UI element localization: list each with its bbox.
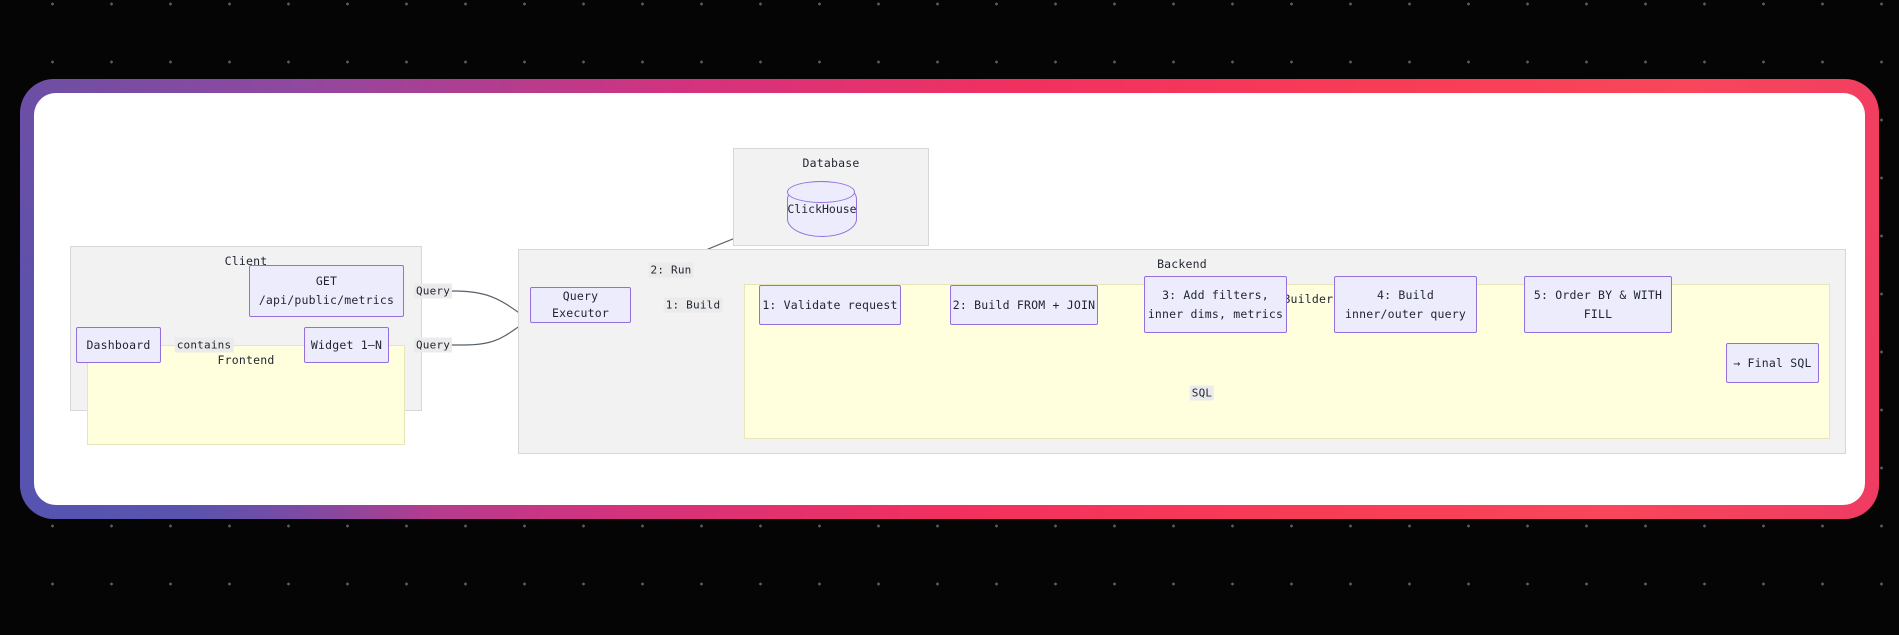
- mermaid-diagram: Client Frontend Database Backend Query B…: [34, 93, 1865, 505]
- node-dashboard[interactable]: Dashboard: [76, 327, 161, 363]
- edge-label-query-top: Query: [413, 283, 453, 299]
- node-dashboard-label: Dashboard: [86, 337, 151, 352]
- edge-label-run: 2: Run: [648, 262, 694, 278]
- node-widget[interactable]: Widget 1–N: [304, 327, 389, 363]
- node-step-1-label: 1: Validate request: [762, 297, 898, 312]
- edge-label-sql: SQL: [1189, 385, 1215, 401]
- cluster-frontend-label: Frontend: [217, 353, 275, 367]
- node-query-executor-label: Query Executor: [552, 289, 609, 320]
- node-step-1-validate[interactable]: 1: Validate request: [759, 285, 901, 325]
- node-step-3-line1: 3: Add filters,: [1162, 287, 1269, 302]
- node-step-5-line2: FILL: [1583, 306, 1613, 321]
- node-final-sql-label: → Final SQL: [1733, 355, 1812, 370]
- node-widget-label: Widget 1–N: [310, 337, 383, 352]
- node-step-3-line2: inner dims, metrics: [1147, 306, 1284, 321]
- node-get-metrics-path: /api/public/metrics: [258, 293, 395, 307]
- node-step-4-build-query[interactable]: 4: Build inner/outer query: [1334, 276, 1477, 333]
- node-step-4-line2: inner/outer query: [1344, 306, 1467, 321]
- node-step-5-order-by-fill[interactable]: 5: Order BY & WITH FILL: [1524, 276, 1672, 333]
- node-clickhouse-label: ClickHouse: [787, 202, 857, 216]
- node-step-3-add-filters[interactable]: 3: Add filters, inner dims, metrics: [1144, 276, 1287, 333]
- node-clickhouse[interactable]: ClickHouse: [787, 181, 857, 237]
- node-final-sql[interactable]: → Final SQL: [1726, 343, 1819, 383]
- cluster-backend-label: Backend: [1157, 257, 1207, 271]
- cylinder-top-cap: [787, 181, 855, 203]
- node-get-metrics[interactable]: GET /api/public/metrics: [249, 265, 404, 317]
- diagram-card: Client Frontend Database Backend Query B…: [34, 93, 1865, 505]
- node-step-5-line1: 5: Order BY & WITH: [1533, 287, 1663, 302]
- cluster-client-label: Client: [224, 254, 268, 268]
- node-step-4-line1: 4: Build: [1377, 287, 1434, 302]
- edge-label-build: 1: Build: [663, 297, 723, 313]
- edge-label-query-bottom: Query: [413, 337, 453, 353]
- node-get-metrics-method: GET: [315, 274, 338, 289]
- node-step-2-label: 2: Build FROM + JOIN: [952, 297, 1096, 312]
- cluster-database-label: Database: [802, 156, 860, 170]
- node-step-2-build-from-join[interactable]: 2: Build FROM + JOIN: [950, 285, 1098, 325]
- edge-label-contains: contains: [174, 337, 234, 353]
- node-query-executor[interactable]: Query Executor: [530, 287, 631, 323]
- gradient-frame: Client Frontend Database Backend Query B…: [20, 79, 1879, 519]
